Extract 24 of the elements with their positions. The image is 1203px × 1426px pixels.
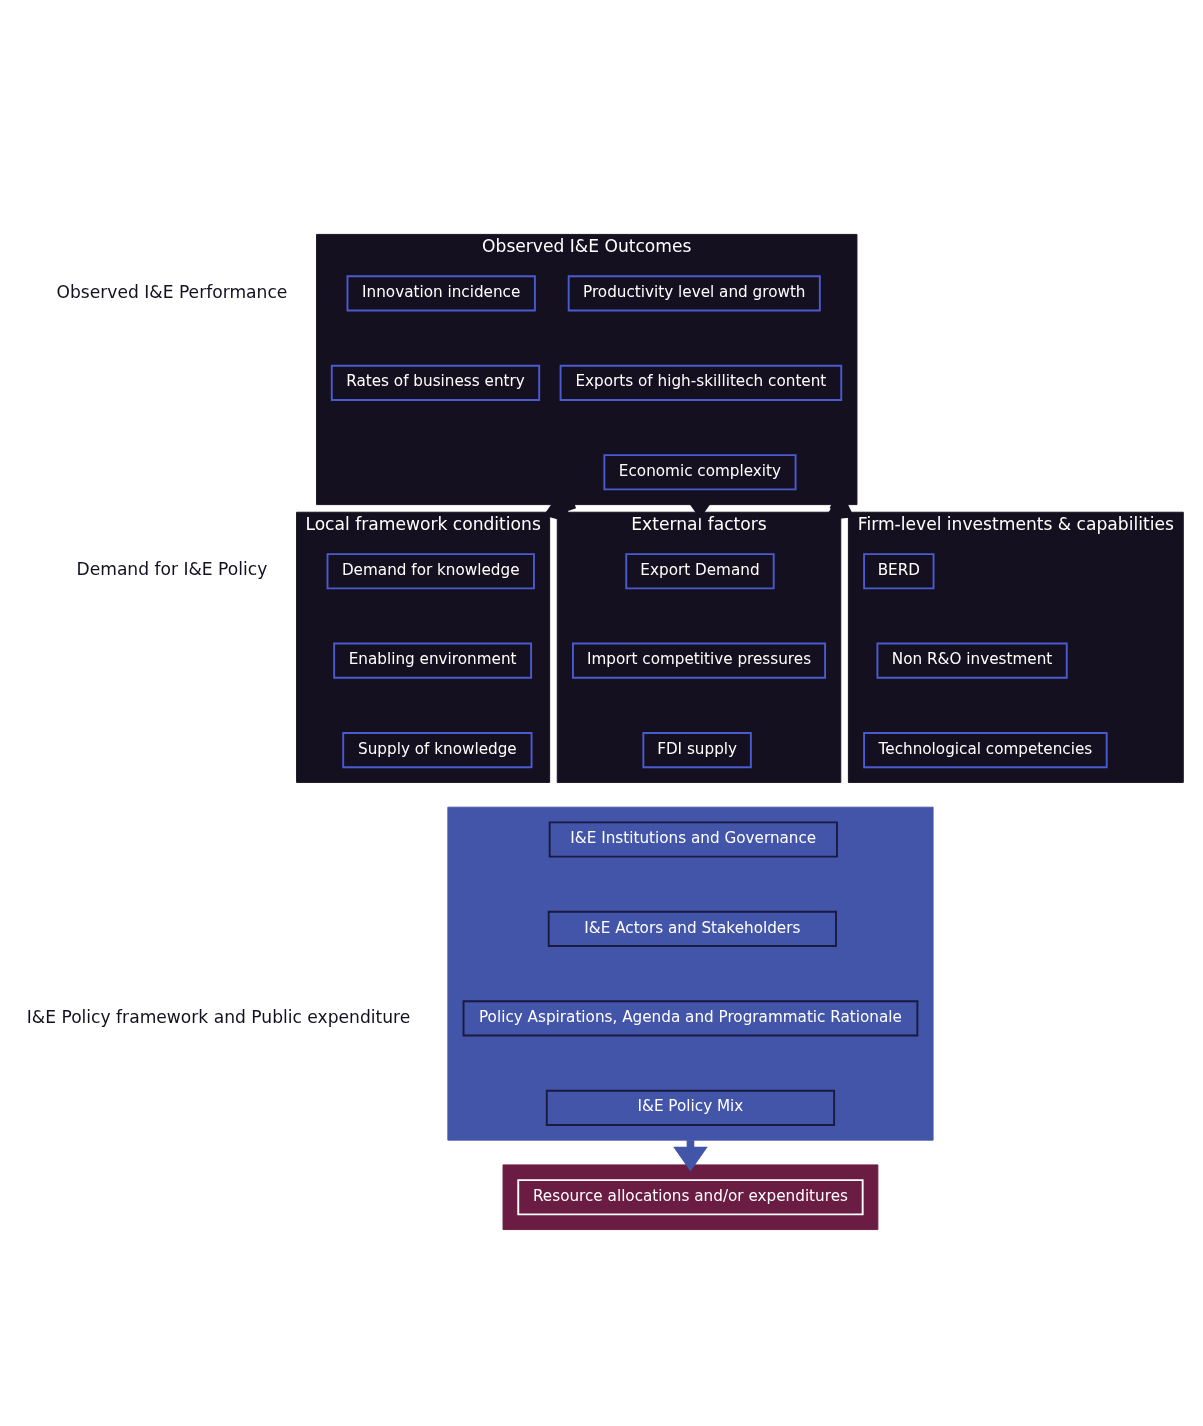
node-box: Technological competencies bbox=[863, 732, 1108, 769]
label: I&E Policy framework and Public expenditure bbox=[26, 1006, 411, 1027]
node-box: BERD bbox=[863, 553, 935, 590]
node-box: Policy Aspirations, Agenda and Programmatic Rationale bbox=[462, 1000, 919, 1037]
node-box: Non R&O investment bbox=[876, 642, 1068, 679]
node-box: Productivity level and growth bbox=[567, 275, 821, 312]
label: Demand for I&E Policy bbox=[76, 559, 268, 580]
label: Observed I&E Performance bbox=[56, 281, 288, 302]
node-box: Exports of high-skillitech content bbox=[559, 364, 843, 401]
node-box: Export Demand bbox=[625, 553, 775, 590]
node-box: Supply of knowledge bbox=[342, 732, 533, 769]
node-box: I&E Institutions and Governance bbox=[548, 821, 838, 858]
node-box: Rates of business entry bbox=[330, 364, 541, 401]
cluster bbox=[502, 1164, 879, 1231]
node-box: Economic complexity bbox=[603, 454, 797, 491]
node-box: Demand for knowledge bbox=[326, 553, 535, 590]
node-box: Innovation incidence bbox=[346, 275, 536, 312]
node-box: Import competitive pressures bbox=[572, 642, 827, 679]
node-box: Resource allocations and/or expenditures bbox=[517, 1179, 864, 1216]
node-box: I&E Actors and Stakeholders bbox=[547, 910, 837, 947]
node-box: I&E Policy Mix bbox=[545, 1089, 836, 1126]
node-box: FDI supply bbox=[642, 732, 752, 769]
node-box: Enabling environment bbox=[333, 642, 533, 679]
cluster bbox=[447, 806, 934, 1141]
